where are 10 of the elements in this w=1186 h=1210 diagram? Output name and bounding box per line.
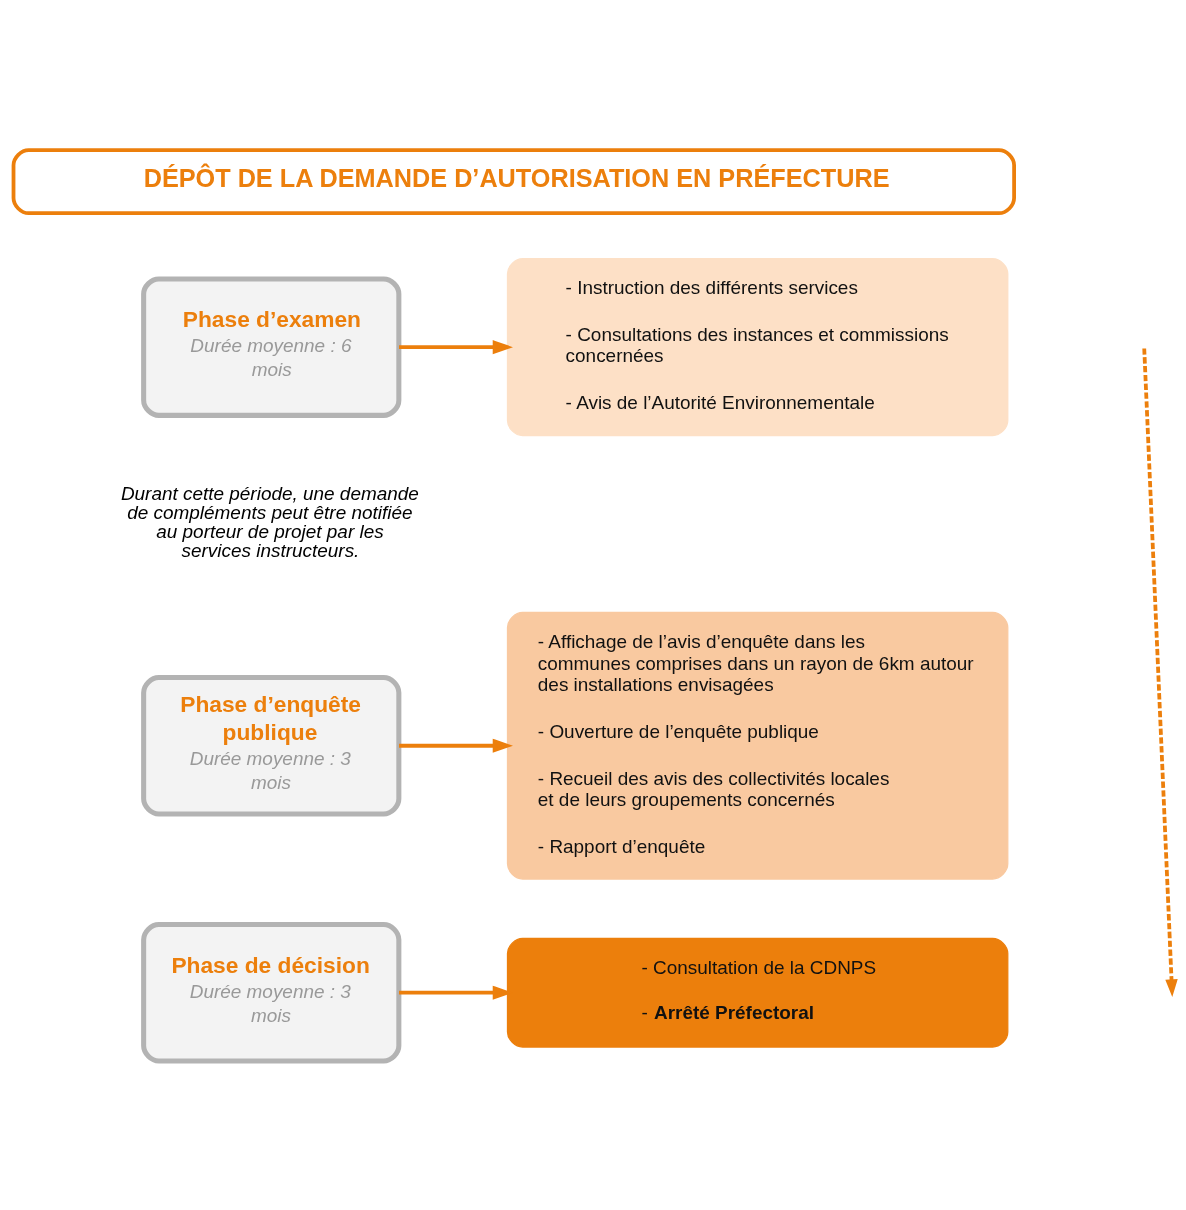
arrow <box>399 339 513 354</box>
node-box: DÉPÔT DE LA DEMANDE D’AUTORISATION EN PRÉFECTURE <box>11 147 1016 215</box>
node-box: Phase d’enquête publique Durée moyenne : 3 mois <box>141 674 402 816</box>
node-box: Phase d’examen Durée moyenne : 6 mois <box>141 275 402 418</box>
node-box: - Consultation de la CDNPS - Arrêté Préfectoral <box>506 937 1009 1048</box>
node-box: Phase de décision Durée moyenne : 3 mois <box>141 921 402 1063</box>
arrow <box>399 738 513 753</box>
node-box: - Affichage de l’avis d’enquête dans les communes comprises dans un rayon de 6km autour des installations envisagées - Ouverture de l’enquête publique - Recueil des avis des collectivités locales et de leurs groupements concernés - Rapport d’enquête <box>506 611 1009 880</box>
node-label: Durant cette période, une demande de compléments peut être notifiée au porteur de projet par les services instructeurs. <box>120 482 419 561</box>
node-box: - Instruction des différents services - Consultations des instances et commissions concernées - Avis de l’Autorité Environnementale <box>506 257 1009 436</box>
